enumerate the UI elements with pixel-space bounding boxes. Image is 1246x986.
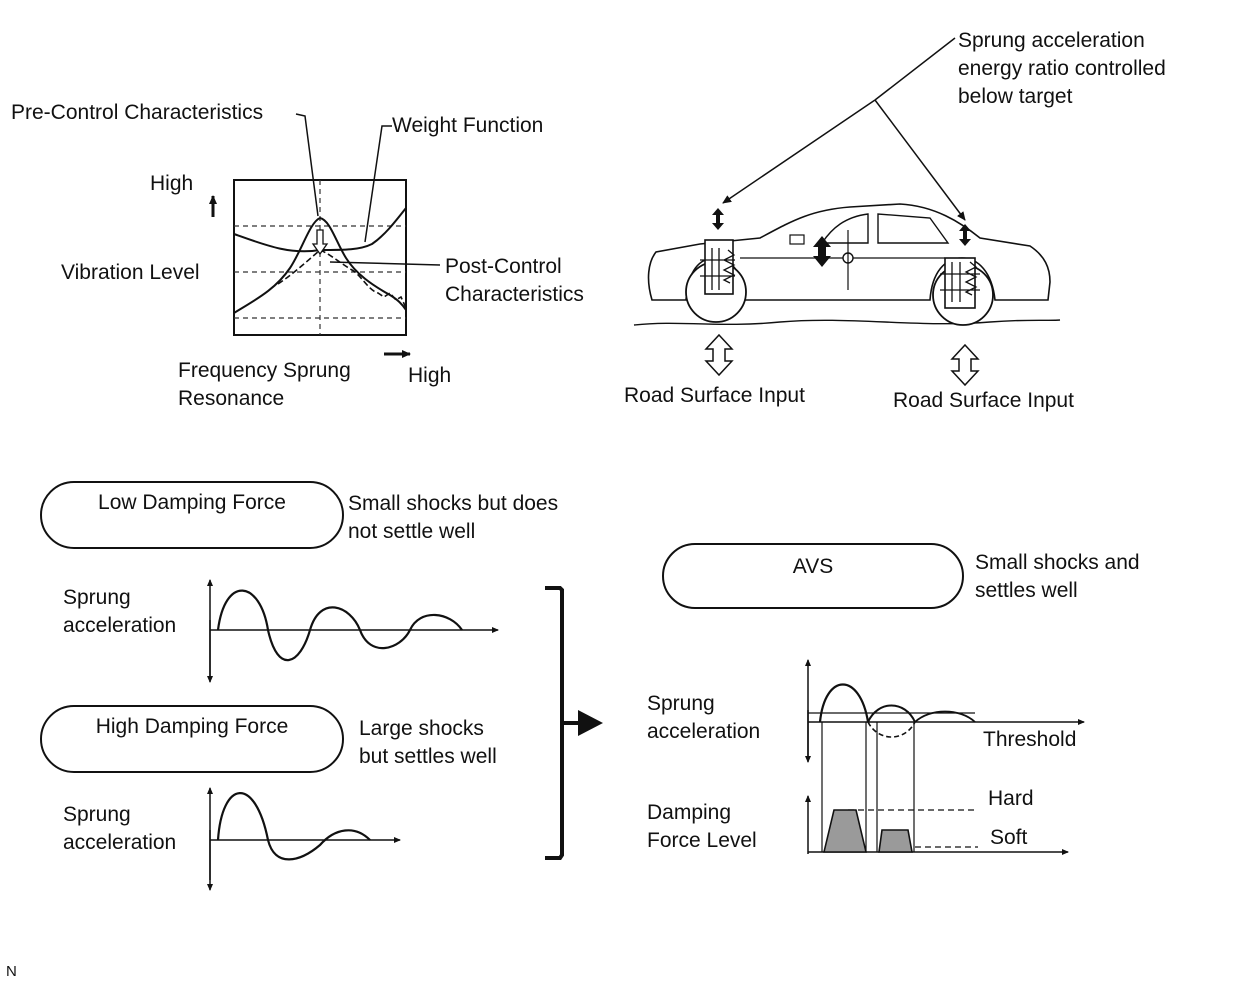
low-damping-desc-2: not settle well <box>348 520 476 543</box>
high-damping-desc: Large shocks <box>359 717 484 740</box>
post-control-label: Post-Control <box>445 255 562 278</box>
vibration-chart <box>209 113 441 358</box>
bracket <box>545 586 564 860</box>
car-window-rear <box>877 213 950 244</box>
car-note-line3: below target <box>958 85 1073 108</box>
high-damping-wave <box>207 787 401 891</box>
hard-pulse <box>822 809 868 853</box>
pre-control-label: Pre-Control Characteristics <box>11 101 264 124</box>
leader-pre-control <box>295 113 319 217</box>
low-damping-pill: Low Damping Force <box>40 481 344 549</box>
leader-post-control <box>329 261 441 266</box>
x-high-label: High <box>408 364 452 387</box>
avs-title: AVS <box>792 555 834 578</box>
weight-function-curve <box>233 207 407 253</box>
high-damping-desc-2: but settles well <box>359 745 497 768</box>
high-axis-label-2: acceleration <box>63 831 177 854</box>
rear-motion-arrow <box>959 224 971 246</box>
ground-line <box>633 319 1061 326</box>
road-input-front-label: Road Surface Input <box>624 384 805 407</box>
car-note-line1: Sprung acceleration <box>958 29 1145 52</box>
low-damping-desc: Small shocks but does <box>348 492 559 515</box>
rear-road-input-arrow <box>950 343 980 387</box>
soft-pulse <box>878 829 913 853</box>
reduction-arrow <box>311 229 329 256</box>
high-damping-title: High Damping Force <box>95 715 289 738</box>
threshold-label: Threshold <box>983 728 1077 751</box>
post-control-label-2: Characteristics <box>445 283 584 306</box>
front-motion-arrow <box>712 208 724 230</box>
post-control-curve <box>277 249 407 309</box>
leader-note <box>874 37 956 101</box>
avs-accel-label: Sprung <box>647 692 715 715</box>
low-damping-wave <box>207 579 499 683</box>
x-axis-label-2: Resonance <box>178 387 285 410</box>
mirror <box>789 234 805 245</box>
weight-function-label: Weight Function <box>392 114 544 137</box>
car-diagram <box>633 37 1061 387</box>
high-axis-label: Sprung <box>63 803 131 826</box>
front-road-input-arrow <box>704 333 734 377</box>
damping-level-label: Damping <box>647 801 732 824</box>
damping-level-label-2: Force Level <box>647 829 757 852</box>
vibration-chart-frame <box>233 179 407 336</box>
avs-accel-label-2: acceleration <box>647 720 761 743</box>
car-note-line2: energy ratio controlled <box>958 57 1166 80</box>
avs-pill: AVS <box>662 543 964 609</box>
high-damping-pill: High Damping Force <box>40 705 344 773</box>
low-axis-label: Sprung <box>63 586 131 609</box>
footer-mark: N <box>6 963 17 980</box>
avs-desc-2: settles well <box>975 579 1078 602</box>
avs-acceleration-chart <box>805 659 1085 852</box>
avs-desc: Small shocks and <box>975 551 1140 574</box>
car-window-front <box>820 213 869 244</box>
road-input-rear-label: Road Surface Input <box>893 389 1074 412</box>
low-damping-title: Low Damping Force <box>98 491 286 514</box>
body-motion-arrow <box>813 236 831 267</box>
pre-control-curve <box>233 216 407 314</box>
y-high-label: High <box>150 172 194 195</box>
vibration-level-label: Vibration Level <box>61 261 200 284</box>
x-axis-label: Frequency Sprung <box>178 359 351 382</box>
leader-weight-function <box>364 125 392 243</box>
bracket-arrow <box>578 710 603 736</box>
soft-label: Soft <box>990 826 1028 849</box>
damping-level-chart <box>805 795 1069 855</box>
hard-label: Hard <box>988 787 1034 810</box>
low-axis-label-2: acceleration <box>63 614 177 637</box>
